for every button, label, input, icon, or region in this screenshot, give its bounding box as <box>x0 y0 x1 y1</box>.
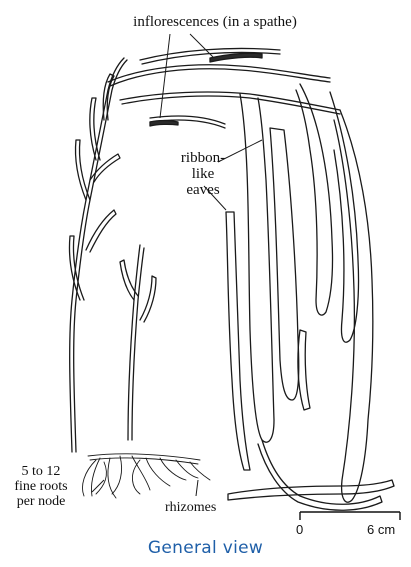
inflorescences-label: inflorescences (in a spathe) <box>130 14 300 30</box>
middle-shoot <box>120 245 156 440</box>
rhizomes-label: rhizomes <box>165 500 216 516</box>
figure-caption: General view <box>0 538 411 558</box>
ribbon-leaves-label-line1: ribbon- <box>178 150 228 166</box>
left-shoot <box>69 58 127 452</box>
scale-start-label: 0 <box>296 522 303 537</box>
roots-label-line3: per node <box>4 494 78 510</box>
roots-label-line1: 5 to 12 <box>4 464 78 480</box>
right-leaves <box>226 84 394 510</box>
roots <box>83 454 211 498</box>
ribbon-leaves-label-line2: like <box>178 166 228 182</box>
roots-label-line2: fine roots <box>4 479 78 495</box>
ribbon-leaves-label-line3: eaves <box>178 182 228 198</box>
scale-bar <box>300 512 400 520</box>
scale-end-label: 6 cm <box>367 522 395 537</box>
top-leaves <box>108 48 340 128</box>
